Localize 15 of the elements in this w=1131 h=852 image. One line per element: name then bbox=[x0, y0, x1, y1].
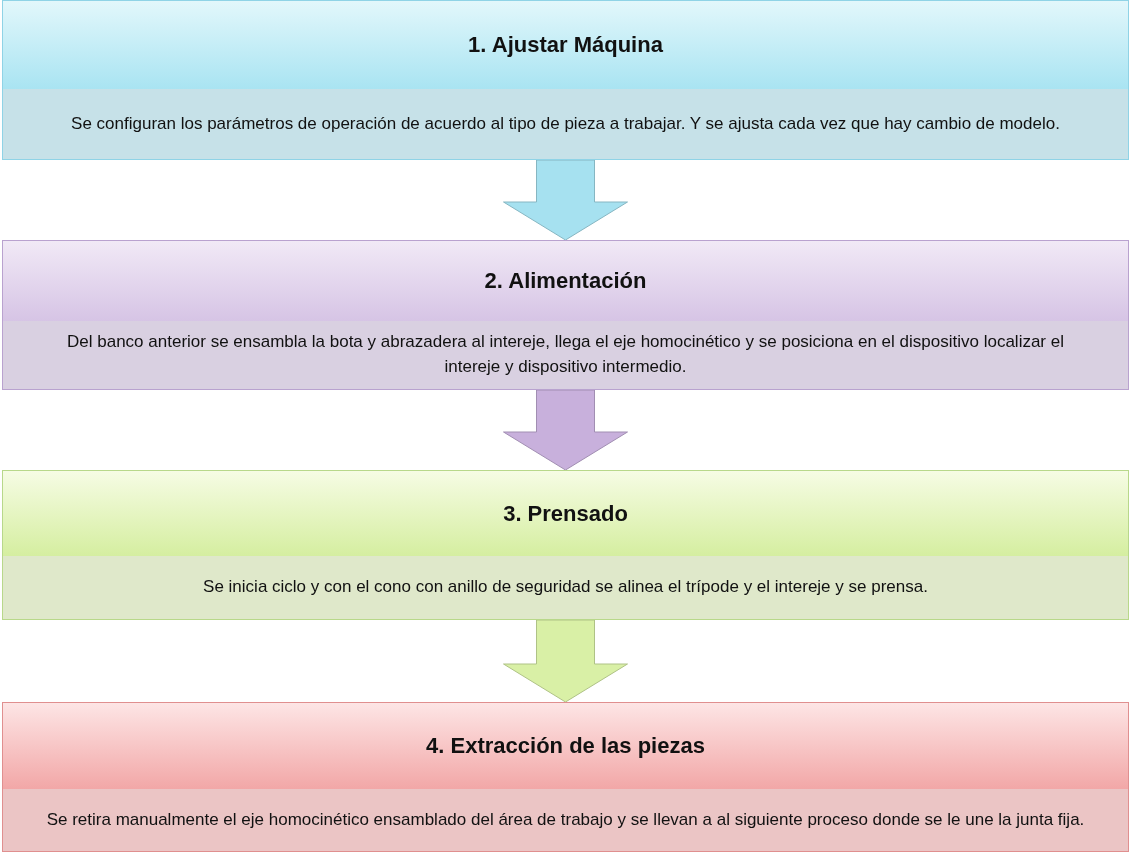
process-box bbox=[2, 0, 1129, 160]
process-box bbox=[2, 470, 1129, 620]
step-description: Del banco anterior se ensambla la bota y abrazadera al intereje, llega el eje homocinético y se posiciona en el dispositivo localizar el intereje y dispositivo intermedio. bbox=[66, 331, 1065, 378]
step-description: Se configuran los parámetros de operación de acuerdo al tipo de pieza a trabajar. Y se ajusta cada vez que hay cambio de modelo. bbox=[71, 112, 1060, 135]
step-heading: 4. Extracción de las piezas bbox=[426, 733, 705, 759]
process-box bbox=[2, 702, 1129, 852]
step-description: Se inicia ciclo y con el cono con anillo de seguridad se alinea el trípode y el intereje y se prensa. bbox=[203, 576, 928, 599]
step-heading: 2. Alimentación bbox=[484, 268, 647, 294]
step-description: Se retira manualmente el eje homocinético ensamblado del área de trabajo y se llevan a al siguiente proceso donde se le une la junta fija. bbox=[46, 808, 1085, 831]
process-box bbox=[2, 240, 1129, 390]
block-arrow bbox=[503, 389, 628, 471]
step-heading: 3. Prensado bbox=[503, 500, 628, 527]
block-arrow bbox=[503, 159, 628, 241]
step-heading: 1. Ajustar Máquina bbox=[468, 32, 663, 58]
block-arrow bbox=[503, 619, 628, 703]
